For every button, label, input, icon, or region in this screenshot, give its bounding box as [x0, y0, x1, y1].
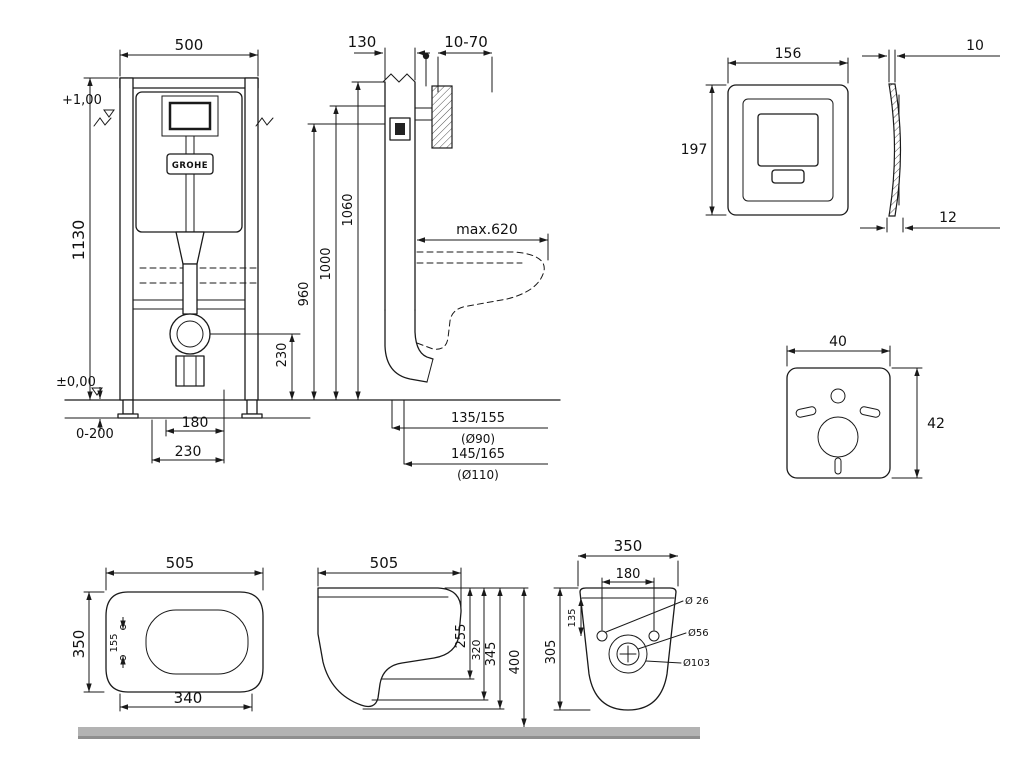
dim-frame-width: 500: [175, 36, 204, 54]
brand-label: GROHE: [172, 161, 208, 171]
dim-bolt-spacing: 180: [616, 567, 641, 582]
drain-hole-outer: [608, 634, 648, 674]
bolt-hole-right: [648, 630, 660, 642]
plate-bracket-core: [395, 123, 405, 135]
bowl-side-view: 505 255 320 345 400: [317, 554, 529, 727]
gasket-left-slot: [795, 406, 817, 418]
dim-bowl-width-back: 350: [614, 537, 643, 555]
flush-stem: [182, 263, 198, 315]
frame-side-view: [382, 52, 545, 383]
dim-bowl-length-top: 505: [166, 554, 195, 572]
outlet-block: [175, 355, 205, 387]
frame-front-dimensions: 500 1130 +1,00 ±0,00 0-200 180 230: [56, 36, 259, 464]
break-mark-icon: [382, 73, 416, 83]
dim-drain-offset: 180: [182, 415, 209, 431]
dim-drain1-dia: (Ø90): [461, 432, 495, 446]
dim-dia-26: Ø 26: [685, 595, 709, 607]
dim-drain-offset-wide: 230: [175, 444, 202, 460]
dim-bowl-length-side: 505: [370, 554, 399, 572]
bowl-back-view: Ø 26 Ø56 Ø103 350 180 305 135: [544, 537, 710, 711]
dim-drain1: 135/155: [451, 411, 505, 426]
bowl-top-outline: [105, 591, 264, 693]
wall-break-icon: [93, 117, 112, 127]
dim-gasket-width: 40: [829, 334, 847, 350]
bowl-outline-dashed: [416, 251, 545, 350]
right-foot: [246, 399, 258, 415]
dim-upper-level: +1,00: [62, 93, 102, 108]
dim-height-1000: 1000: [319, 247, 334, 280]
dim-bowl-height-back: 305: [544, 640, 559, 665]
dim-drain2: 145/165: [451, 447, 505, 462]
dim-height-1060: 1060: [341, 193, 356, 226]
dim-wall-distance: 10-70: [444, 33, 488, 51]
right-foot-plate: [241, 413, 263, 419]
dim-gasket-height: 42: [927, 416, 945, 432]
dim-plate-bottom-thickness: 12: [939, 210, 957, 226]
small-flush-button: [771, 169, 805, 184]
bowl-side-outline: [317, 587, 462, 708]
flush-opening-outer: [161, 95, 219, 137]
dim-seat-length: 340: [174, 689, 203, 707]
level-mark-icon: [103, 109, 115, 118]
plate-inner-frame: [742, 98, 834, 202]
dim-dia-56: Ø56: [688, 627, 709, 639]
seat-opening: [145, 609, 249, 675]
dim-hinge-spacing: 155: [109, 633, 120, 652]
brand-badge: [166, 153, 214, 175]
left-foot-plate: [117, 413, 139, 419]
dim-foot-adjust: 0-200: [76, 427, 114, 442]
dim-frame-depth: 130: [348, 33, 377, 51]
outlet-circle-inner: [176, 320, 204, 348]
dim-height-320: 320: [470, 640, 483, 661]
flush-funnel: [175, 231, 205, 265]
dim-bowl-width-top: 350: [70, 630, 88, 659]
frame-left-rail: [119, 77, 134, 401]
flush-opening-inner: [168, 101, 212, 131]
floor-bar: [78, 727, 700, 739]
gasket-bottom-slot: [834, 457, 842, 475]
left-foot: [122, 399, 134, 415]
frame-front-view: GROHE: [64, 77, 561, 419]
outlet-circle-outer: [169, 313, 211, 355]
drain-hole-inner: [616, 642, 640, 666]
dim-dia-103: Ø103: [683, 657, 710, 669]
plate-profile: [888, 83, 902, 217]
bolt-hole-left: [596, 630, 608, 642]
gasket-center-hole: [817, 416, 859, 458]
wall-break-icon: [255, 117, 274, 127]
floor-bar-top: [78, 727, 700, 736]
flush-plate-front: 156 197: [681, 46, 849, 216]
big-flush-button: [757, 113, 819, 167]
gasket-right-slot: [859, 406, 881, 418]
frame-side-dimensions: 130 10-70 230 960 1000 1060 max.620 135/…: [209, 33, 549, 482]
frame-top-bar: [119, 77, 259, 89]
dim-plate-width: 156: [775, 46, 802, 62]
bowl-top-view: 155 505 350 340: [70, 554, 264, 712]
dim-plate-top-thickness: 10: [966, 38, 984, 54]
dim-outlet-height: 230: [275, 343, 290, 368]
sound-gasket: 40 42: [786, 334, 945, 479]
drain-elbow-inner: [414, 309, 434, 360]
dim-frame-height: 1130: [69, 220, 88, 261]
dim-depth-max: max.620: [456, 222, 518, 238]
dim-height-400: 400: [508, 650, 523, 675]
drain-elbow-outer: [384, 309, 428, 383]
dim-offset-135: 135: [567, 608, 578, 627]
flush-plate-side: 10 12: [860, 38, 1000, 233]
dim-height-345: 345: [484, 642, 499, 667]
dim-plate-height: 197: [681, 142, 708, 158]
gasket-top-hole: [830, 388, 846, 404]
wall-section: [431, 85, 453, 149]
floor-bar-edge: [78, 736, 700, 739]
gasket-body: [786, 367, 891, 479]
dim-floor-level: ±0,00: [56, 375, 96, 390]
anchor-dot-icon: [422, 52, 430, 60]
dim-height-255: 255: [454, 624, 469, 649]
dim-drain2-dia: (Ø110): [457, 468, 499, 482]
drain-elbow-cap: [426, 358, 434, 383]
dim-height-960: 960: [297, 282, 312, 307]
